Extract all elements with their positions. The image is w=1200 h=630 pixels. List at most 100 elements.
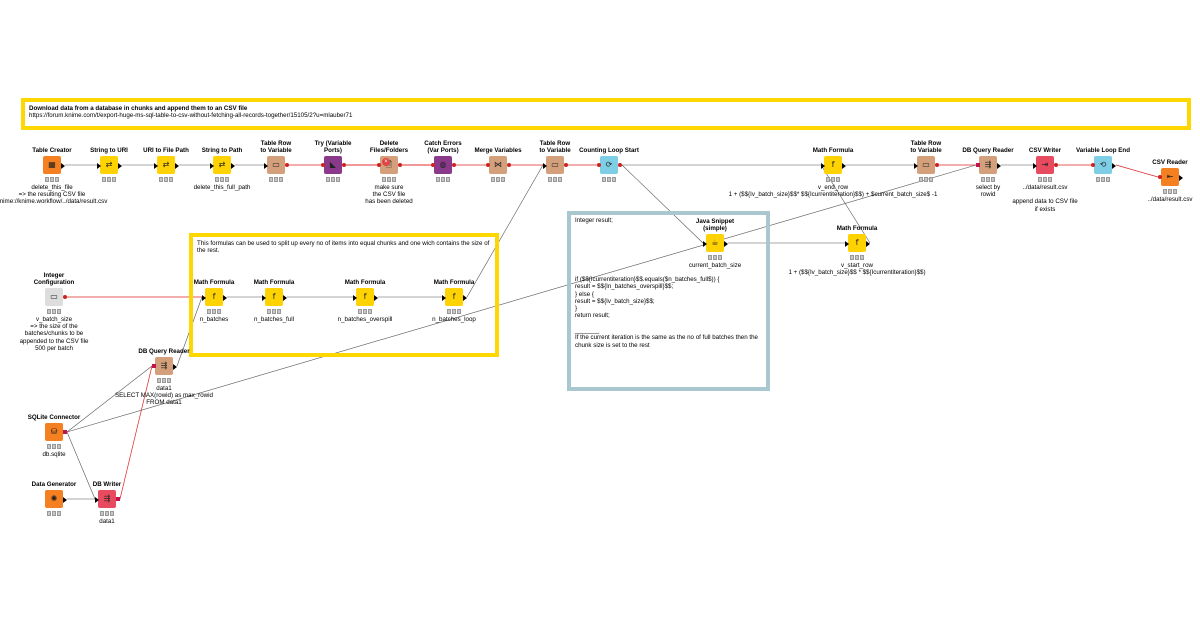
input-port[interactable] (97, 163, 101, 169)
output-port[interactable] (935, 163, 939, 167)
csv-reader-icon[interactable]: ⇤ (1161, 168, 1179, 186)
path-icon[interactable]: ⇄ (157, 156, 175, 174)
output-port[interactable] (285, 163, 289, 167)
output-port[interactable] (724, 241, 728, 247)
node-db-writer[interactable]: DB Writer⇶data1 (93, 481, 121, 525)
node-label[interactable]: n_batches (199, 316, 229, 323)
node-db-query-reader-2[interactable]: DB Query Reader⇶data1 SELECT MAX(rowid) … (115, 348, 213, 407)
input-port[interactable] (1091, 163, 1095, 167)
formula-icon[interactable]: f (356, 288, 374, 306)
node-merge-variables[interactable]: Merge Variables⋈ (474, 147, 522, 182)
connection-sqlite-connector-to-db-writer[interactable] (66, 431, 96, 500)
input-port[interactable] (431, 163, 435, 167)
output-port[interactable] (463, 295, 467, 301)
input-port[interactable] (152, 364, 156, 368)
input-port[interactable] (377, 163, 381, 167)
db-writer-icon[interactable]: ⇶ (98, 490, 116, 508)
output-port[interactable] (342, 163, 346, 167)
input-port[interactable] (914, 163, 918, 169)
input-port[interactable] (821, 163, 825, 169)
loop-end-icon[interactable]: ⟲ (1094, 156, 1112, 174)
node-catch-errors[interactable]: Catch Errors (Var Ports)◍ (424, 140, 462, 182)
table-icon[interactable]: ▦ (43, 156, 61, 174)
output-port[interactable] (866, 241, 870, 247)
output-port[interactable] (842, 163, 846, 169)
output-port[interactable] (116, 497, 120, 501)
node-csv-writer[interactable]: CSV Writer⇥../data/result.csv append dat… (1012, 147, 1077, 213)
sqlite-icon[interactable]: ⛁ (45, 423, 63, 441)
node-label[interactable]: n_batches_full (254, 316, 294, 323)
header-annotation[interactable]: Download data from a database in chunks … (21, 98, 1191, 130)
input-port[interactable] (703, 241, 707, 247)
input-port[interactable] (321, 163, 325, 167)
variable-icon[interactable]: ▭ (267, 156, 285, 174)
generator-icon[interactable]: ✺ (45, 490, 63, 508)
input-port[interactable] (1158, 175, 1162, 179)
formula-icon[interactable]: f (205, 288, 223, 306)
node-data-generator[interactable]: Data Generator✺ (32, 481, 76, 516)
formula-icon[interactable]: f (848, 234, 866, 252)
output-port[interactable] (1179, 175, 1183, 181)
node-try-variable-ports[interactable]: Try (Variable Ports)◣ (315, 140, 351, 182)
node-table-creator[interactable]: Table Creator▦delete_this_file => the re… (0, 147, 107, 206)
node-label[interactable]: db.sqlite (42, 451, 66, 458)
node-label[interactable]: delete_this_file => the resulting CSV fi… (0, 184, 108, 206)
uri-icon[interactable]: ⇄ (100, 156, 118, 174)
node-counting-loop-start[interactable]: Counting Loop Start⟳ (579, 147, 639, 182)
node-label[interactable]: n_batches_overspill (337, 316, 393, 323)
output-port[interactable] (997, 163, 1001, 169)
catch-icon[interactable]: ◍ (434, 156, 452, 174)
input-port[interactable] (543, 163, 547, 169)
node-label[interactable]: n_batches_loop (432, 316, 476, 323)
output-port[interactable] (564, 163, 568, 167)
db-reader-icon[interactable]: ⇶ (155, 357, 173, 375)
node-table-row-to-variable-1[interactable]: Table Row to Variable▭ (260, 140, 292, 182)
node-db-query-reader-1[interactable]: DB Query Reader⇶select by rowid (962, 147, 1013, 198)
node-sqlite-connector[interactable]: SQLite Connector⛁db.sqlite (28, 414, 81, 458)
output-port[interactable] (231, 163, 235, 169)
output-port[interactable] (63, 497, 67, 503)
node-label[interactable]: data1 SELECT MAX(rowid) as max_rowid FRO… (115, 385, 213, 407)
node-variable-loop-end[interactable]: Variable Loop End⟲ (1076, 147, 1130, 182)
node-label[interactable]: v_start_row 1 + ($${Iv_batch_size}$$ * $… (788, 262, 926, 277)
output-port[interactable] (63, 430, 67, 434)
node-label[interactable]: delete_this_full_path (193, 184, 251, 191)
output-port[interactable] (374, 295, 378, 301)
input-port[interactable] (95, 497, 99, 503)
batch-annotation[interactable]: This formulas can be used to split up ev… (189, 233, 499, 357)
input-port[interactable] (845, 241, 849, 247)
delete-icon[interactable]: 🗎× (380, 156, 398, 174)
node-label[interactable]: select by rowid (975, 184, 1001, 199)
node-integer-configuration[interactable]: Integer Configuration▭v_batch_size => th… (20, 272, 89, 352)
node-label[interactable]: data1 (99, 518, 115, 525)
output-port[interactable] (61, 163, 65, 169)
node-table-row-to-variable-2[interactable]: Table Row to Variable▭ (539, 140, 571, 182)
output-port[interactable] (173, 364, 177, 370)
node-delete-files-folders[interactable]: Delete Files/Folders🗎×make sure the CSV … (365, 140, 412, 206)
csv-writer-icon[interactable]: ⇥ (1036, 156, 1054, 174)
output-port[interactable] (63, 295, 67, 299)
formula-icon[interactable]: f (265, 288, 283, 306)
loop-icon[interactable]: ⟳ (600, 156, 618, 174)
try-icon[interactable]: ◣ (324, 156, 342, 174)
input-port[interactable] (976, 163, 980, 167)
merge-icon[interactable]: ⋈ (489, 156, 507, 174)
connection-variable-loop-end-to-csv-reader[interactable] (1115, 164, 1159, 178)
db-reader-icon[interactable]: ⇶ (979, 156, 997, 174)
java-annotation[interactable]: Integer result; if ($${Icurrentiteration… (567, 211, 770, 391)
output-port[interactable] (618, 163, 622, 167)
input-port[interactable] (210, 163, 214, 169)
variable-icon[interactable]: ▭ (546, 156, 564, 174)
input-port[interactable] (353, 295, 357, 301)
output-port[interactable] (175, 163, 179, 169)
output-port[interactable] (452, 163, 456, 167)
output-port[interactable] (1054, 163, 1058, 167)
path-icon[interactable]: ⇄ (213, 156, 231, 174)
output-port[interactable] (1112, 163, 1116, 169)
input-port[interactable] (154, 163, 158, 169)
